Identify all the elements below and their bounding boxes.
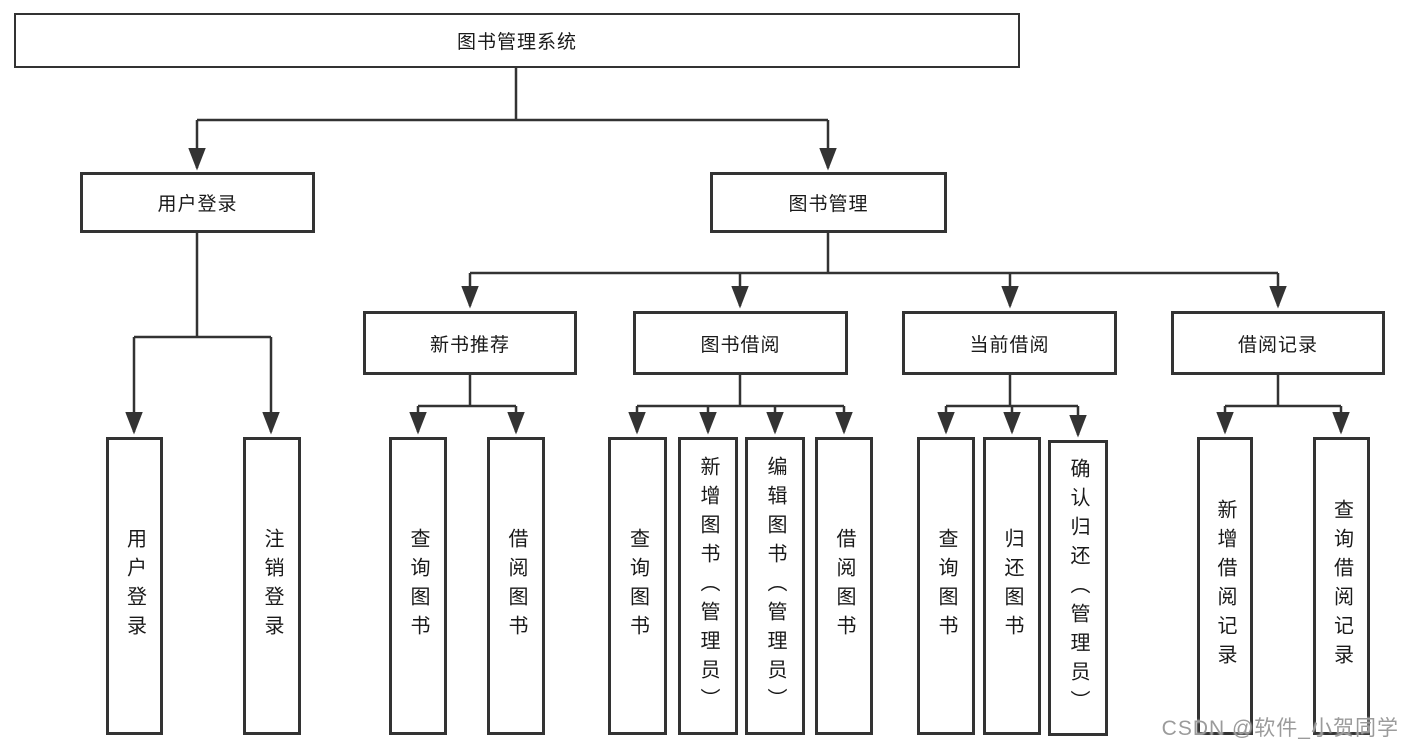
leaf-bw-add-books: 新增图书（管理员） [678,437,738,735]
node-root-system-label: 图书管理系统 [456,32,577,53]
connector-records-rail [1225,375,1341,408]
leaf-cb-query-books-label: 查询图书 [935,528,957,644]
leaf-bw-edit-books-label: 编辑图书（管理员） [764,455,786,717]
leaf-cb-query-books: 查询图书 [917,437,975,735]
leaf-bw-add-books-label: 新增图书（管理员） [697,455,719,717]
leaf-logout-label: 注销登录 [261,528,283,644]
leaf-user-login: 用户登录 [106,437,163,735]
leaf-cb-return-books: 归还图书 [983,437,1041,735]
leaf-nb-query-books: 查询图书 [389,437,447,735]
connector-user-login-rail [134,233,271,339]
node-user-login: 用户登录 [80,172,315,233]
leaf-bw-query-books-label: 查询图书 [626,528,649,644]
leaf-bw-edit-books: 编辑图书（管理员） [745,437,805,735]
node-new-book-recommend: 新书推荐 [363,311,577,375]
node-book-borrowing: 图书借阅 [633,311,848,375]
leaf-user-login-label: 用户登录 [123,528,146,644]
node-borrow-records-label: 借阅记录 [1237,334,1318,356]
leaf-nb-query-books-label: 查询图书 [407,528,429,644]
leaf-rc-query-record: 查询借阅记录 [1313,437,1370,735]
csdn-watermark: CSDN @软件_小贺同学 [1161,717,1399,740]
node-borrow-records: 借阅记录 [1171,311,1385,375]
leaf-rc-add-record: 新增借阅记录 [1197,437,1253,735]
node-user-login-label: 用户登录 [157,194,238,215]
leaf-nb-borrow-books-label: 借阅图书 [505,528,527,644]
node-root-system: 图书管理系统 [14,13,1020,68]
node-book-borrowing-label: 图书借阅 [700,334,781,356]
leaf-rc-query-record-label: 查询借阅记录 [1330,499,1353,673]
connector-new-books-rail [418,375,516,408]
connector-current-rail [946,375,1078,408]
leaf-cb-return-books-label: 归还图书 [1001,528,1023,644]
leaf-logout: 注销登录 [243,437,301,735]
leaf-nb-borrow-books: 借阅图书 [487,437,545,735]
node-book-mgmt-label: 图书管理 [788,194,869,215]
connector-book-mgmt-rail [470,233,1278,275]
node-book-mgmt: 图书管理 [710,172,947,233]
connector-root-rail [197,68,828,122]
leaf-rc-add-record-label: 新增借阅记录 [1214,499,1236,673]
node-new-book-recommend-label: 新书推荐 [429,334,510,356]
leaf-cb-confirm-return: 确认归还（管理员） [1048,440,1108,736]
node-current-borrowing-label: 当前借阅 [969,334,1050,356]
leaf-bw-borrow-books: 借阅图书 [815,437,873,735]
connector-borrowing-rail [637,375,844,408]
leaf-bw-query-books: 查询图书 [608,437,667,735]
leaf-bw-borrow-books-label: 借阅图书 [833,528,855,644]
node-current-borrowing: 当前借阅 [902,311,1117,375]
leaf-cb-confirm-return-label: 确认归还（管理员） [1067,457,1089,719]
